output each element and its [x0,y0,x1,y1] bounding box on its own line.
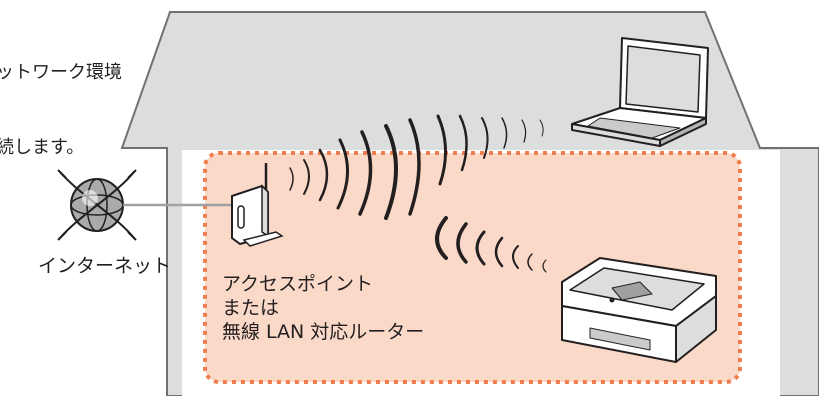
router-icon [231,163,284,247]
access-point-label-line1: アクセスポイント [222,273,374,295]
intro-text-line1: ットワーク環境 [0,62,122,83]
access-point-label: アクセスポイント または 無線 LAN 対応ルーター [222,272,424,344]
intro-text-line2: 続します。 [0,137,85,158]
intro-text: ットワーク環境 続します。 [0,10,122,210]
wireless-waves-icon [435,216,547,273]
wireless-waves-icon [289,114,544,220]
access-point-label-line2: または [222,297,280,319]
laptop-icon [571,37,709,147]
printer-icon [561,257,717,363]
globe-icon [57,169,137,241]
access-point-label-line3: 無線 LAN 対応ルーター [222,321,425,343]
internet-label: インターネット [38,255,172,277]
